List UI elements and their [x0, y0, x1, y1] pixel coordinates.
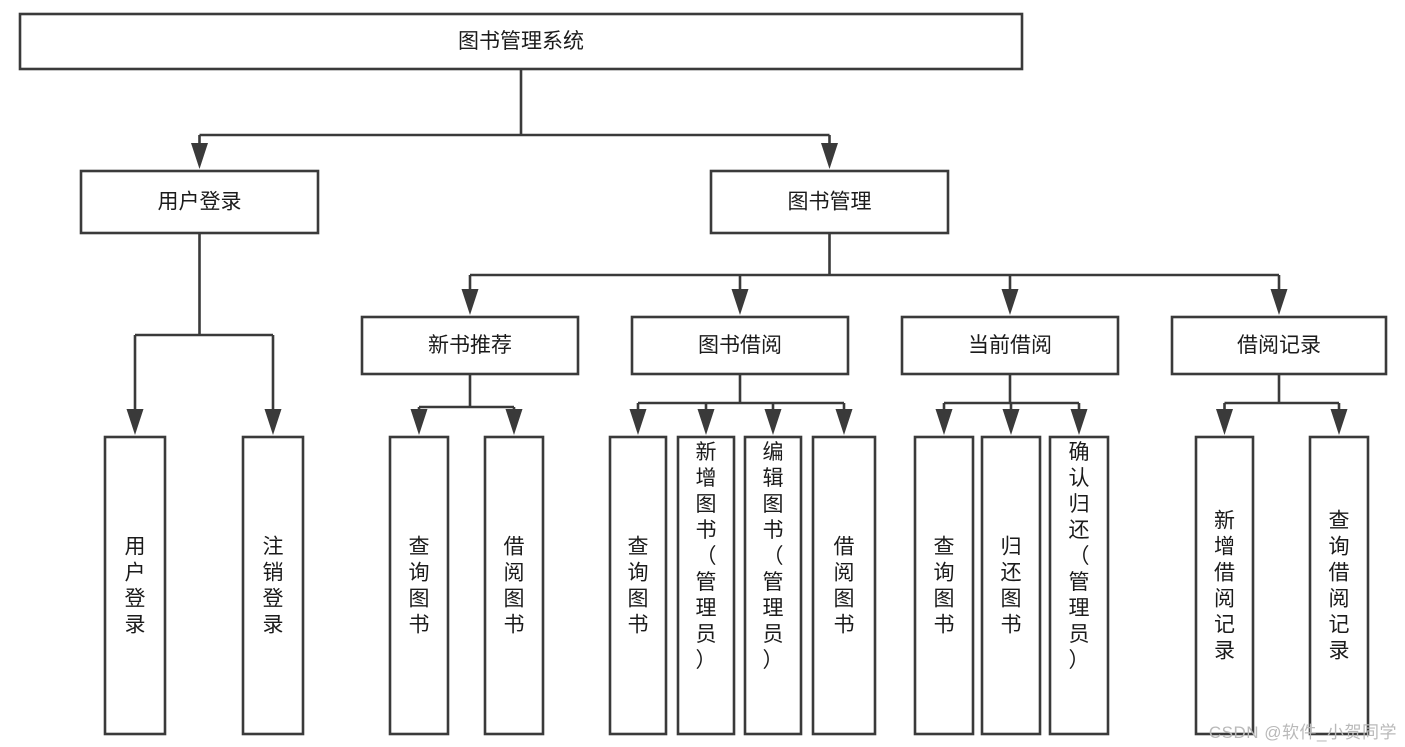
- node-book-manage[interactable]: 图书管理: [709, 169, 950, 235]
- node-label: 借阅图书: [834, 536, 855, 637]
- node-box[interactable]: [980, 435, 1042, 736]
- node-label: 用户登录: [158, 191, 242, 214]
- node-box[interactable]: [743, 435, 803, 736]
- node-box[interactable]: [360, 315, 580, 376]
- nodes-layer: 图书管理系统用户登录图书管理新书推荐图书借阅当前借阅借阅记录用户登录注销登录查询…: [18, 12, 1388, 736]
- node-box[interactable]: [103, 435, 167, 736]
- node-label: 查询图书: [934, 536, 955, 637]
- connector-group: [410, 374, 523, 435]
- node-label: 图书管理系统: [458, 30, 584, 53]
- node-label: 新增图书（管理员）: [696, 441, 717, 672]
- connector-group: [1216, 374, 1348, 435]
- node-box[interactable]: [709, 169, 950, 235]
- node-leaf-edit-book[interactable]: 编辑图书（管理员）: [743, 435, 803, 736]
- node-box[interactable]: [900, 315, 1120, 376]
- node-box[interactable]: [79, 169, 320, 235]
- node-box[interactable]: [608, 435, 668, 736]
- node-leaf-query-record[interactable]: 查询借阅记录: [1308, 435, 1370, 736]
- node-leaf-logout[interactable]: 注销登录: [241, 435, 305, 736]
- node-label: 借阅图书: [504, 536, 525, 637]
- node-label: 注销登录: [263, 536, 284, 637]
- node-box[interactable]: [18, 12, 1024, 71]
- node-leaf-query-book-2[interactable]: 查询图书: [608, 435, 668, 736]
- node-label: 图书管理: [788, 191, 872, 214]
- connectors-layer: [126, 69, 1348, 435]
- node-leaf-add-record[interactable]: 新增借阅记录: [1194, 435, 1255, 736]
- node-label: 图书借阅: [698, 334, 782, 357]
- node-label: 编辑图书（管理员）: [763, 441, 784, 672]
- node-box[interactable]: [1048, 435, 1110, 736]
- connector-group: [191, 69, 838, 169]
- connector-group: [126, 233, 282, 435]
- watermark-text: CSDN @软件_小贺同学: [1208, 723, 1397, 742]
- node-label: 新增借阅记录: [1214, 510, 1235, 663]
- connector-group: [461, 233, 1288, 315]
- node-new-book-recommend[interactable]: 新书推荐: [360, 315, 580, 376]
- node-label: 查询借阅记录: [1329, 510, 1350, 663]
- node-box[interactable]: [811, 435, 877, 736]
- node-label: 当前借阅: [968, 334, 1052, 357]
- node-box[interactable]: [1308, 435, 1370, 736]
- node-borrow-record[interactable]: 借阅记录: [1170, 315, 1388, 376]
- node-book-borrow[interactable]: 图书借阅: [630, 315, 850, 376]
- node-leaf-borrow-book-1[interactable]: 借阅图书: [483, 435, 545, 736]
- connector-group: [629, 374, 853, 435]
- node-box[interactable]: [1194, 435, 1255, 736]
- node-leaf-query-book-3[interactable]: 查询图书: [913, 435, 975, 736]
- node-leaf-confirm-return[interactable]: 确认归还（管理员）: [1048, 435, 1110, 736]
- node-leaf-query-book-1[interactable]: 查询图书: [388, 435, 450, 736]
- node-box[interactable]: [241, 435, 305, 736]
- node-leaf-add-book[interactable]: 新增图书（管理员）: [676, 435, 736, 736]
- node-leaf-user-login[interactable]: 用户登录: [103, 435, 167, 736]
- node-label: 借阅记录: [1237, 334, 1321, 357]
- node-box[interactable]: [483, 435, 545, 736]
- node-label: 新书推荐: [428, 334, 512, 357]
- node-box[interactable]: [676, 435, 736, 736]
- node-box[interactable]: [1170, 315, 1388, 376]
- node-root[interactable]: 图书管理系统: [18, 12, 1024, 71]
- node-box[interactable]: [630, 315, 850, 376]
- node-label: 确认归还（管理员）: [1069, 441, 1090, 672]
- node-box[interactable]: [388, 435, 450, 736]
- node-label: 查询图书: [409, 536, 430, 637]
- node-leaf-return-book[interactable]: 归还图书: [980, 435, 1042, 736]
- connector-group: [935, 374, 1088, 435]
- node-box[interactable]: [913, 435, 975, 736]
- node-leaf-borrow-book-2[interactable]: 借阅图书: [811, 435, 877, 736]
- node-label: 归还图书: [1001, 536, 1022, 637]
- node-label: 查询图书: [628, 536, 649, 637]
- node-user-login[interactable]: 用户登录: [79, 169, 320, 235]
- node-current-borrow[interactable]: 当前借阅: [900, 315, 1120, 376]
- node-label: 用户登录: [125, 536, 146, 637]
